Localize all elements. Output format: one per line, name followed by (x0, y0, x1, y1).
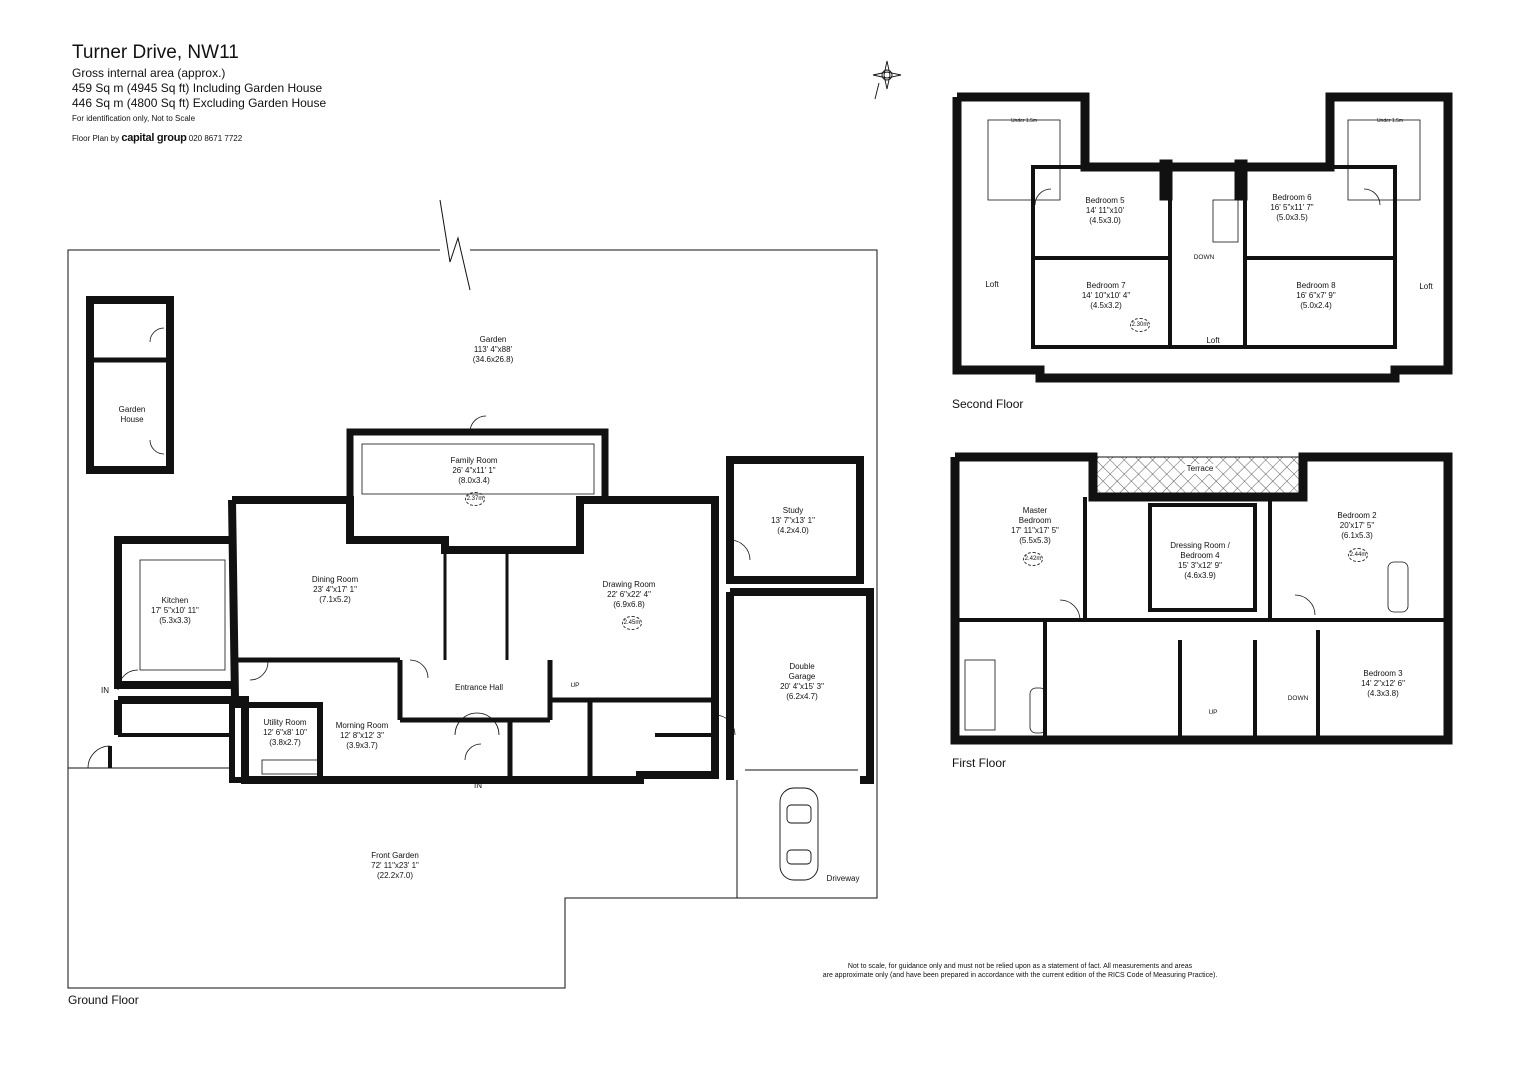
ceiling-height-bedroom-7: 2.30m (1130, 318, 1150, 332)
headroom-note-left: Under 1.5m (1010, 118, 1038, 124)
second-floor-plan (952, 92, 1453, 383)
garden-break-line (439, 199, 471, 291)
room-entrance-hall: Entrance Hall (454, 683, 504, 692)
first-floor-outline (950, 452, 1453, 745)
compass-rose-icon (872, 60, 902, 100)
area-including: 459 Sq m (4945 Sq ft) Including Garden H… (72, 81, 323, 95)
area-excluding: 446 Sq m (4800 Sq ft) Excluding Garden H… (72, 96, 327, 110)
second-floor-outline (952, 92, 1453, 383)
entrance-front-label: IN (474, 781, 482, 790)
kitchen-walls (114, 536, 232, 689)
room-loft-left: Loft (985, 280, 999, 289)
entrance-side-label: IN (101, 686, 109, 695)
first-floor-plan (950, 452, 1453, 745)
room-loft-right: Loft (1419, 282, 1433, 291)
ceiling-height-bedroom-2: 2.44m (1348, 548, 1368, 562)
terrace-label: Terrace (1184, 464, 1216, 474)
plan-title: Turner Drive, NW11 (72, 42, 239, 63)
ceiling-height-master: 2.42m (1023, 552, 1043, 566)
ground-floor-label: Ground Floor (68, 993, 139, 1007)
garage-walls (730, 588, 874, 784)
study-walls (726, 456, 864, 584)
first-floor-label: First Floor (952, 756, 1006, 770)
room-driveway: Driveway (826, 874, 860, 883)
credit-phone: 020 8671 7722 (188, 134, 243, 143)
room-loft-center: Loft (1206, 336, 1220, 345)
family-room-walls (346, 428, 609, 500)
second-floor-label: Second Floor (952, 397, 1024, 411)
first-stairs-down-label: DOWN (1287, 695, 1309, 702)
stairs-up-label: UP (570, 682, 580, 689)
credit-line: Floor Plan by capital group 020 8671 772… (72, 132, 242, 145)
area-label: Gross internal area (approx.) (72, 66, 226, 80)
headroom-note-right: Under 1.5m (1376, 118, 1404, 124)
main-house-walls (228, 496, 719, 784)
disclaimer: Not to scale, for guidance only and must… (822, 963, 1218, 980)
ground-floor-plan (67, 60, 902, 989)
stairs-down-label: DOWN (1193, 254, 1215, 261)
terrace-lattice (1092, 456, 1304, 498)
car-icon (779, 787, 819, 881)
ceiling-height-family: 2.37m (465, 492, 485, 506)
credit-prefix: Floor Plan by (72, 134, 120, 143)
scale-note: For identification only, Not to Scale (72, 114, 196, 123)
garden-boundary (67, 249, 878, 989)
ceiling-height-drawing: 2.45m (622, 616, 642, 630)
first-stairs-up-label: UP (1208, 709, 1218, 716)
brand-logo: capital group (121, 132, 187, 144)
garden-house-walls (86, 296, 174, 474)
utility-room-walls (229, 702, 323, 783)
